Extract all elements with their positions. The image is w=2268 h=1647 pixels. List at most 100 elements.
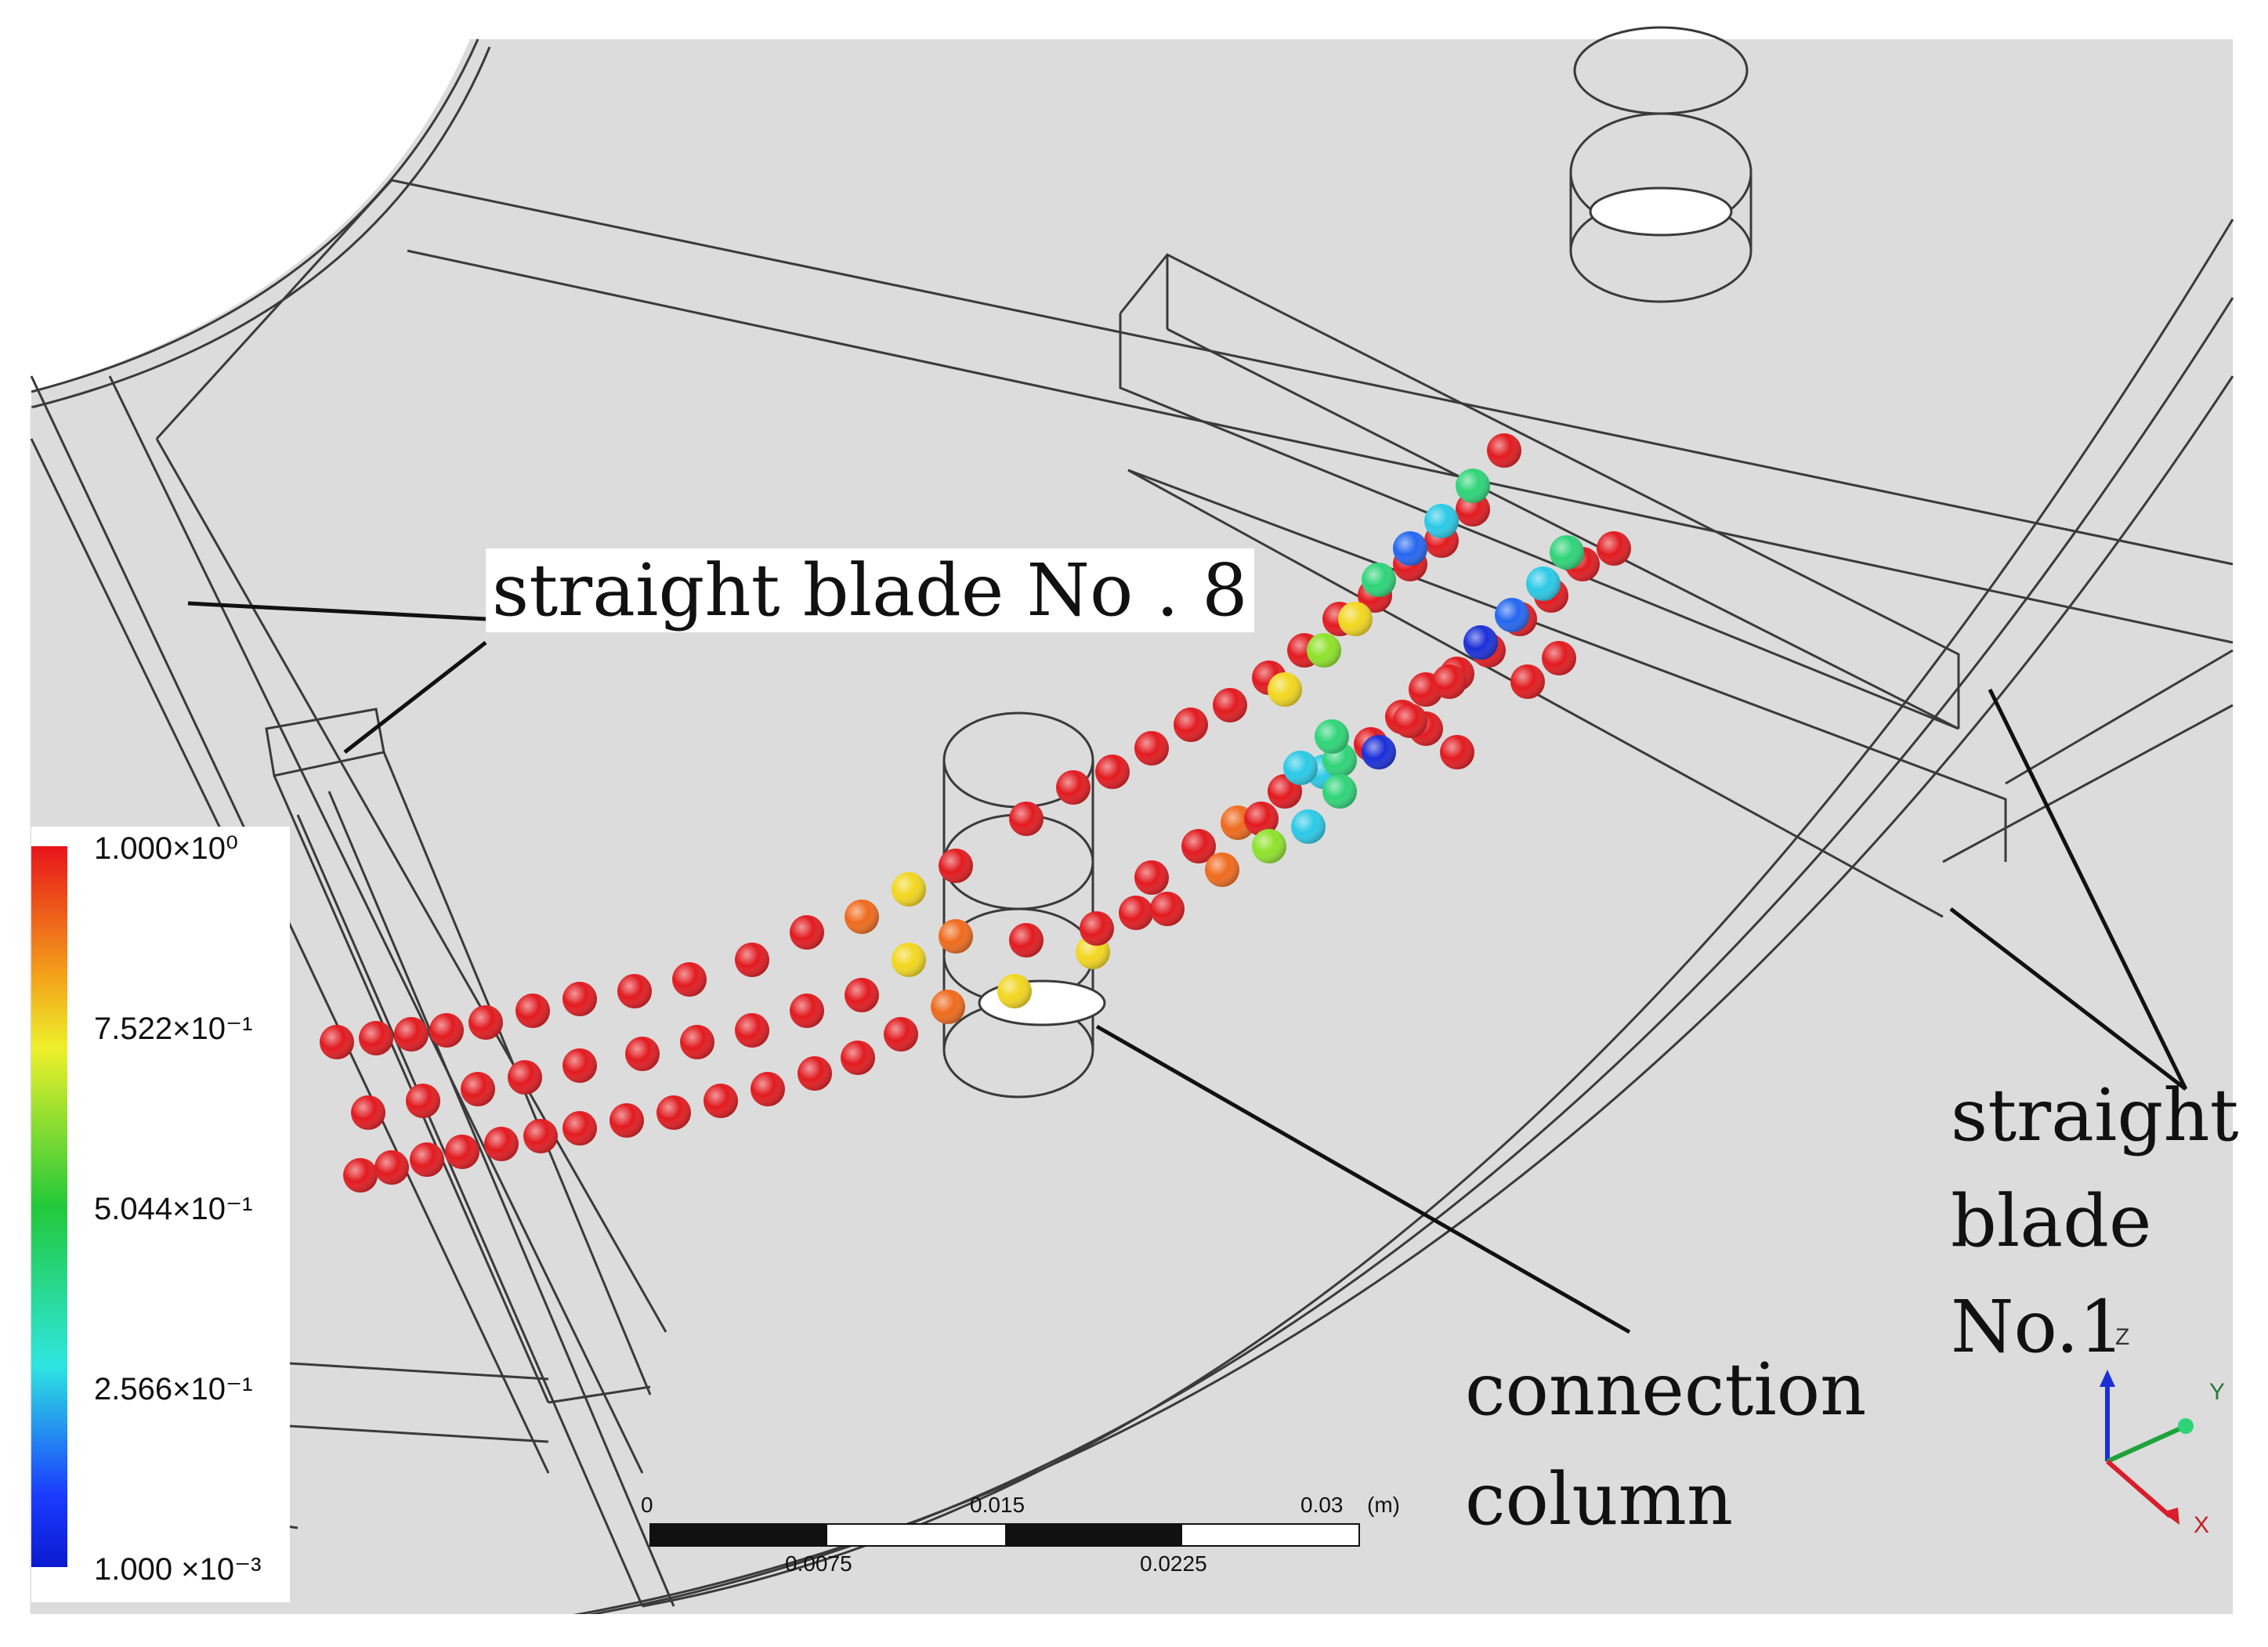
particle-shading (680, 1025, 714, 1059)
particle-shading (1393, 704, 1427, 738)
particle-shading (1056, 770, 1091, 805)
leader-blade8-b (343, 641, 487, 754)
particle-shading (1424, 504, 1459, 538)
particle-shading (1080, 911, 1114, 946)
scale-seg-1 (650, 1524, 827, 1546)
scale-tick-00225: 0.0225 (1140, 1551, 1207, 1576)
particle-shading (735, 1013, 769, 1048)
particle-shading (343, 1158, 378, 1193)
model-geometry (30, 26, 2234, 1635)
particle-layer (320, 433, 1631, 1193)
colorbar-tick-2: 5.044×10⁻¹ (94, 1192, 253, 1226)
particle-shading (320, 1025, 354, 1059)
particle-shading (1550, 535, 1584, 570)
particle-shading (931, 990, 965, 1024)
particle-shading (735, 943, 769, 977)
particle-shading (1009, 923, 1044, 957)
particle-shading (1174, 708, 1208, 742)
axis-label-y: Y (2209, 1379, 2226, 1405)
particle-shading (617, 974, 652, 1008)
x-axis-arrow (2106, 1459, 2172, 1518)
scale-tick-0: 0 (641, 1493, 653, 1517)
particle-shading (562, 1048, 597, 1083)
colorbar-tick-4: 1.000 ×10⁻³ (94, 1552, 262, 1587)
particle-shading (1510, 664, 1545, 699)
particle-shading (1597, 531, 1631, 566)
particle-shading (445, 1135, 479, 1169)
particle-shading (1322, 774, 1357, 809)
particle-shading (657, 1095, 691, 1130)
particle-shading (1134, 731, 1169, 766)
particle-shading (359, 1021, 393, 1055)
particle-shading (1252, 829, 1286, 863)
particle-shading (523, 1119, 558, 1153)
particle-shading (394, 1017, 429, 1052)
scale-tick-003: 0.03 (1300, 1493, 1344, 1517)
particle-shading (704, 1084, 738, 1118)
particle-shading (1095, 755, 1130, 789)
particle-shading (562, 982, 597, 1016)
particle-shading (939, 849, 973, 883)
label-straight-blade-1-line2: blade (1951, 1179, 2152, 1263)
label-connection-column-line2: column (1465, 1457, 1734, 1541)
colorbar (31, 827, 290, 1602)
particle-shading (1009, 802, 1044, 836)
particle-shading (1362, 563, 1396, 597)
particle-shading (892, 872, 926, 907)
scale-tick-00075: 0.0075 (785, 1551, 852, 1576)
axis-label-x: X (2194, 1512, 2210, 1538)
particle-shading (751, 1072, 785, 1106)
particle-shading (1307, 633, 1341, 668)
particle-shading (1315, 719, 1349, 754)
particle-shading (1526, 566, 1561, 601)
particle-shading (1362, 735, 1396, 769)
particle-shading (351, 1095, 385, 1130)
axis-triad (2100, 1370, 2194, 1525)
particle-shading (410, 1142, 444, 1177)
particle-shading (1268, 672, 1302, 707)
particle-shading (939, 919, 973, 954)
particle-shading (798, 1056, 832, 1091)
axis-label-z: Z (2115, 1324, 2130, 1350)
particle-shading (1463, 625, 1498, 660)
leader-blade1-a (1988, 688, 2188, 1091)
particle-shading (790, 994, 824, 1028)
colorbar-tick-1: 7.522×10⁻¹ (94, 1012, 253, 1046)
scale-unit: (m) (1367, 1493, 1400, 1517)
particle-shading (1291, 809, 1326, 844)
particle-shading (429, 1013, 464, 1048)
label-connection-column-line1: connection (1465, 1348, 1867, 1432)
particle-shading (1393, 531, 1427, 566)
particle-shading (1150, 892, 1185, 926)
particle-shading (884, 1017, 918, 1052)
particle-shading (1495, 598, 1529, 632)
label-straight-blade-1-line1: straight (1951, 1073, 2239, 1157)
particle-shading (1440, 735, 1474, 769)
particle-shading (1432, 664, 1467, 699)
particle-shading (461, 1072, 495, 1106)
particle-shading (1542, 641, 1576, 675)
particle-shading (1283, 751, 1318, 785)
particle-shading (790, 915, 824, 950)
scale-bar (649, 1523, 1360, 1547)
leader-blade8-a (187, 601, 487, 621)
colorbar-tick-3: 2.566×10⁻¹ (94, 1372, 253, 1406)
particle-shading (468, 1005, 503, 1040)
leader-lines (187, 601, 2188, 1334)
scale-tick-0015: 0.015 (970, 1493, 1025, 1517)
particle-shading (845, 978, 879, 1012)
particle-shading (374, 1150, 409, 1185)
bottom-margin (0, 1614, 2268, 1647)
label-straight-blade-8: straight blade No . 8 (486, 548, 1254, 632)
particle-shading (1244, 802, 1279, 836)
particle-shading (1456, 469, 1490, 503)
particle-shading (672, 962, 707, 997)
particle-shading (1338, 602, 1373, 636)
particle-shading (892, 943, 926, 977)
colorbar-tick-0: 1.000×10⁰ (94, 831, 238, 866)
particle-shading (1487, 433, 1521, 468)
particle-shading (515, 994, 550, 1028)
particle-shading (406, 1084, 440, 1118)
colorbar-gradient (31, 846, 67, 1567)
